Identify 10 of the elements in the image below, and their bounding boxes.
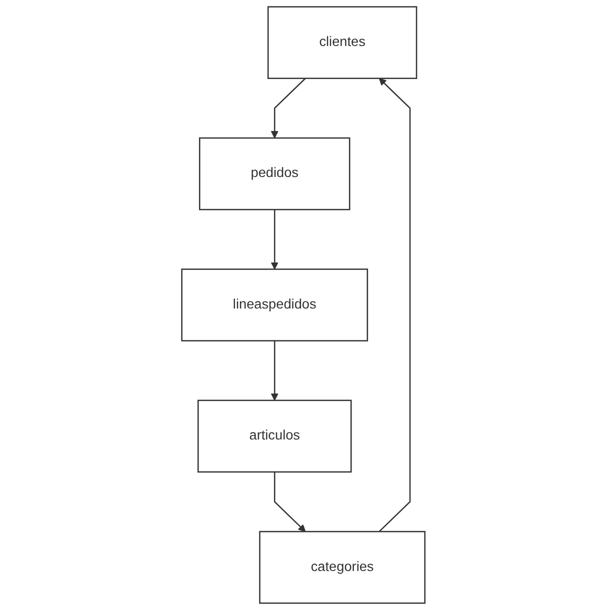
node-box: articulos xyxy=(198,400,352,473)
node-box: lineaspedidos xyxy=(181,268,368,342)
node-box: categories xyxy=(259,530,426,604)
arrow xyxy=(271,340,279,401)
node-box: pedidos xyxy=(199,137,350,210)
node-box: clientes xyxy=(268,6,418,80)
arrow xyxy=(378,78,411,532)
arrow xyxy=(271,78,306,138)
arrow xyxy=(271,210,279,270)
arrow xyxy=(274,472,306,532)
